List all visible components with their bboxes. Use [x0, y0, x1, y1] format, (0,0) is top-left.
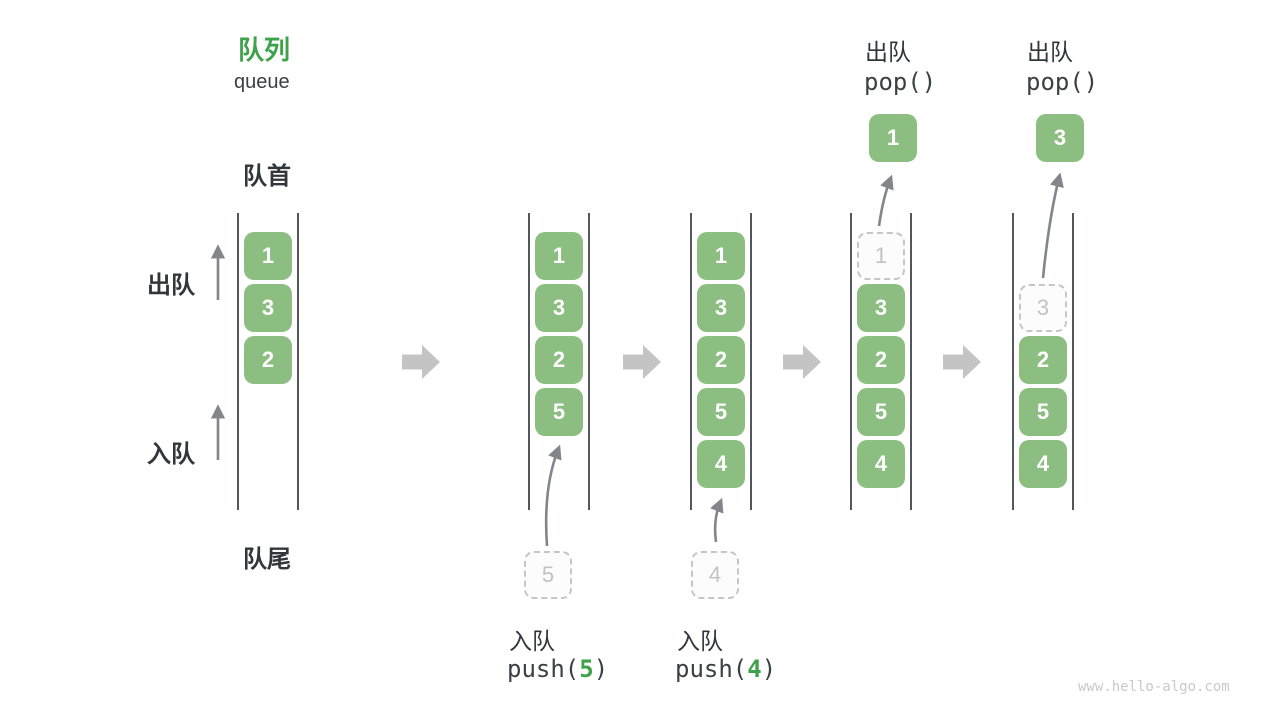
- queue-rear-label: 队尾: [243, 546, 291, 573]
- block-arrow-icon: [943, 345, 981, 379]
- popped-element: 3: [1036, 114, 1084, 162]
- push5-op-label: 入队: [509, 628, 555, 654]
- queue-element: 2: [244, 336, 292, 384]
- code-fn: pop(: [864, 68, 922, 96]
- queue-element: 3: [535, 284, 583, 332]
- code-arg: 4: [747, 655, 762, 683]
- watermark: www.hello-algo.com: [1078, 679, 1230, 695]
- pop3-op-code: pop(): [1026, 68, 1098, 96]
- block-arrow-icon: [623, 345, 661, 379]
- code-arg: 5: [579, 655, 594, 683]
- queue-wall: [850, 213, 852, 510]
- queue-element-ghost: 1: [857, 232, 905, 280]
- pop1-op-code: pop(): [864, 68, 936, 96]
- queue-wall: [1072, 213, 1074, 510]
- incoming-element: 4: [691, 551, 739, 599]
- code-fn: pop(: [1026, 68, 1084, 96]
- queue-element: 1: [244, 232, 292, 280]
- queue-wall: [528, 213, 530, 510]
- queue-element: 1: [697, 232, 745, 280]
- diagram-title-zh: 队列: [238, 35, 291, 65]
- diagram-title-en: queue: [234, 71, 290, 93]
- code-close: ): [1083, 68, 1099, 96]
- queue-element: 3: [857, 284, 905, 332]
- queue-element: 4: [857, 440, 905, 488]
- incoming-element: 5: [524, 551, 572, 599]
- popped-element: 1: [869, 114, 917, 162]
- queue-element: 3: [244, 284, 292, 332]
- dequeue-side-label: 出队: [147, 272, 195, 299]
- push5-op-code: push(5): [507, 655, 608, 683]
- queue-wall: [910, 213, 912, 510]
- queue-wall: [297, 213, 299, 510]
- queue-wall: [690, 213, 692, 510]
- queue-element: 2: [697, 336, 745, 384]
- code-close: ): [593, 655, 609, 683]
- enqueue-side-label: 入队: [147, 441, 195, 468]
- queue-element: 2: [535, 336, 583, 384]
- queue-element: 4: [1019, 440, 1067, 488]
- pop3-op-label: 出队: [1027, 39, 1073, 65]
- code-fn: push(: [507, 655, 580, 683]
- queue-element: 4: [697, 440, 745, 488]
- queue-element: 5: [535, 388, 583, 436]
- queue-element: 5: [857, 388, 905, 436]
- push4-op-label: 入队: [677, 628, 723, 654]
- queue-element: 5: [697, 388, 745, 436]
- queue-wall: [237, 213, 239, 510]
- code-close: ): [761, 655, 777, 683]
- queue-element: 5: [1019, 388, 1067, 436]
- code-fn: push(: [675, 655, 748, 683]
- queue-element: 2: [1019, 336, 1067, 384]
- queue-wall: [750, 213, 752, 510]
- block-arrow-icon: [402, 345, 440, 379]
- queue-element: 1: [535, 232, 583, 280]
- queue-wall: [1012, 213, 1014, 510]
- code-close: ): [921, 68, 937, 96]
- queue-element: 2: [857, 336, 905, 384]
- pop1-op-label: 出队: [865, 39, 911, 65]
- block-arrow-icon: [783, 345, 821, 379]
- queue-wall: [588, 213, 590, 510]
- push4-op-code: push(4): [675, 655, 776, 683]
- queue-element-ghost: 3: [1019, 284, 1067, 332]
- queue-front-label: 队首: [243, 163, 291, 190]
- queue-element: 3: [697, 284, 745, 332]
